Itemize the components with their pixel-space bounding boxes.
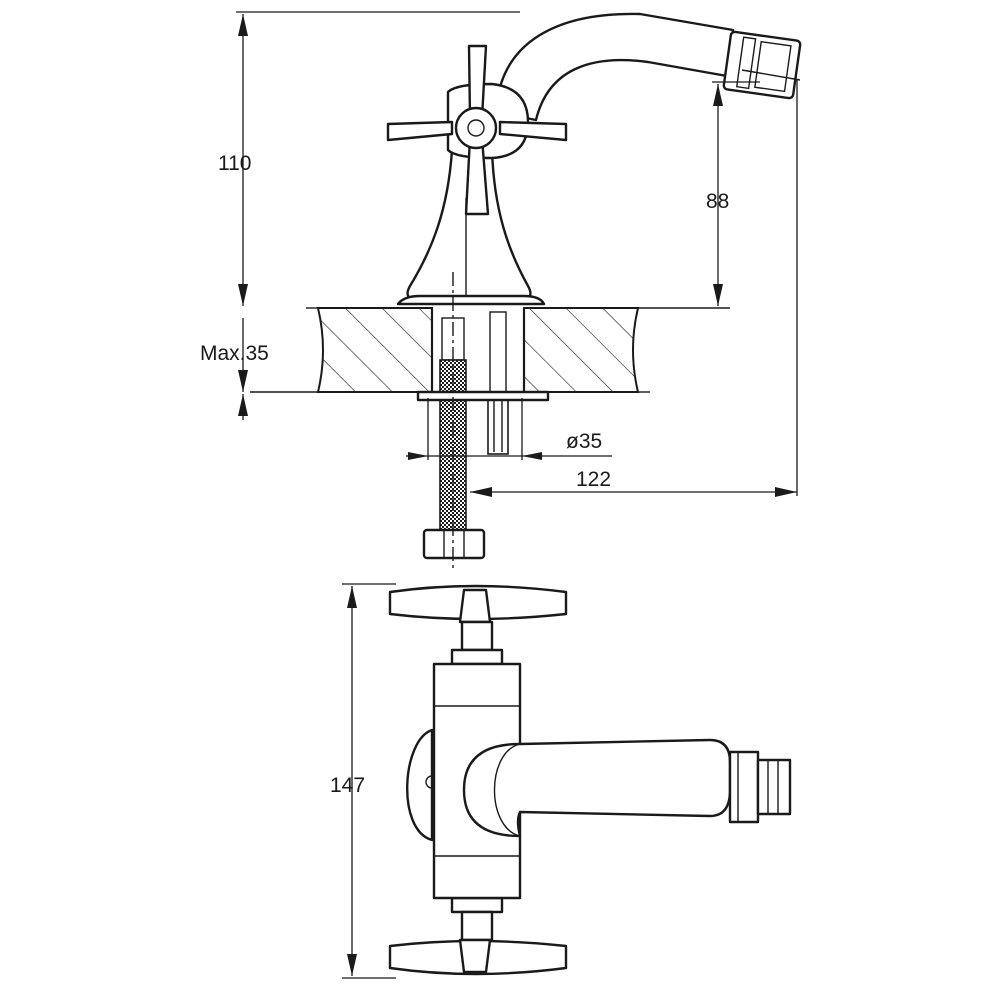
- dimension-spout-height: 88: [706, 81, 760, 306]
- dimension-diameter-label: ø35: [566, 430, 602, 453]
- cross-handle-side: [386, 44, 568, 216]
- mounting-hardware: [416, 272, 550, 572]
- base-flange: [396, 294, 546, 306]
- dimension-top-length: 147: [330, 583, 396, 979]
- countertop-section: [250, 306, 730, 394]
- dimension-reach: 122: [470, 80, 798, 497]
- cross-handle-top: [388, 584, 568, 666]
- dimension-110-label: 110: [218, 152, 251, 175]
- dimension-122-label: 122: [576, 468, 611, 491]
- dimension-height-total: 110: [218, 11, 520, 306]
- side-view: 110 88 Max.35 ø35: [200, 11, 802, 572]
- dimension-hole-diameter: ø35: [406, 398, 612, 460]
- cross-handle-bottom: [388, 896, 568, 976]
- aerator: [722, 30, 802, 100]
- top-view: 147: [330, 583, 792, 979]
- spout: [494, 12, 735, 122]
- rear-rosette: [406, 728, 434, 842]
- dimension-147-label: 147: [330, 774, 365, 797]
- dimension-88-label: 88: [706, 190, 729, 213]
- dimension-max35-label: Max.35: [200, 342, 269, 365]
- dimension-max-thickness: Max.35: [200, 318, 269, 420]
- spout-top: [462, 738, 792, 838]
